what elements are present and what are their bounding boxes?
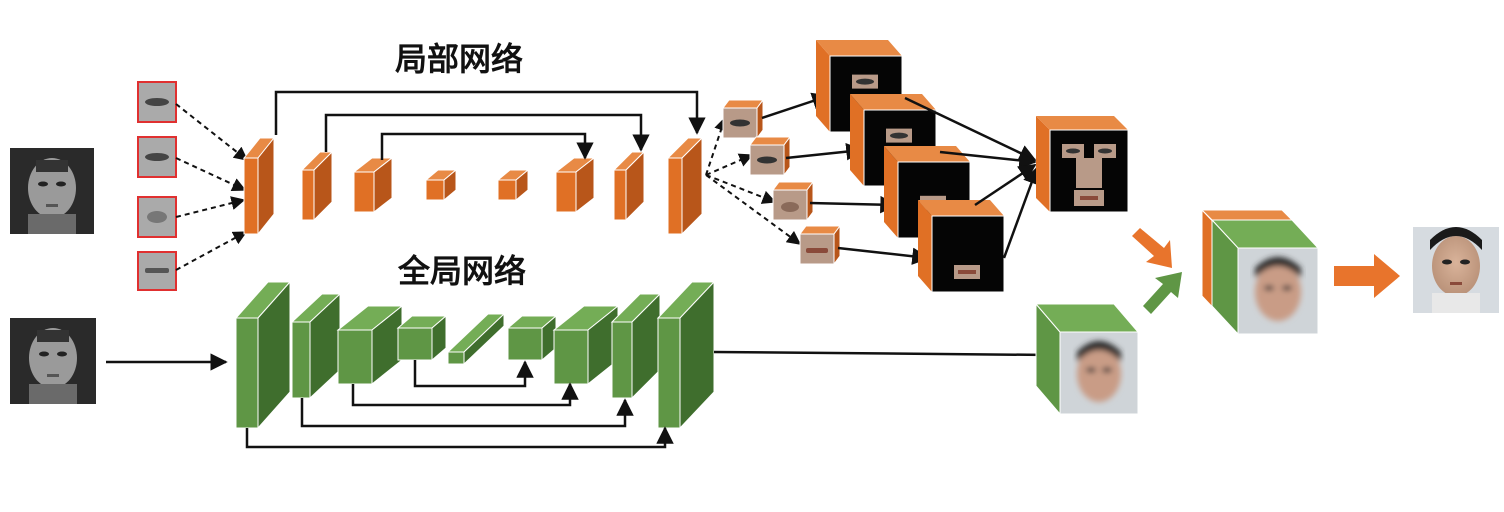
feature-map-4	[918, 200, 1005, 293]
global-block-8	[610, 292, 662, 400]
global-block-1	[234, 280, 292, 430]
final-arrow	[1334, 254, 1400, 298]
patch-nose	[137, 196, 177, 238]
global-block-2	[290, 292, 342, 400]
local-feature-patches	[722, 98, 841, 266]
local-skip-connections	[274, 90, 706, 160]
feature-patch-3	[772, 180, 814, 222]
global-block-3	[336, 304, 404, 386]
global-block-9	[656, 280, 716, 430]
local-block-8	[666, 136, 704, 236]
patch-to-encoder-arrows	[175, 103, 249, 271]
local-block-1	[242, 136, 276, 236]
patch-right-eye	[137, 136, 177, 178]
output-face	[1413, 227, 1499, 313]
local-block-4	[424, 168, 458, 202]
feature-patch-4	[799, 224, 841, 266]
patch-left-eye	[137, 81, 177, 123]
global-block-4	[396, 314, 448, 362]
patch-mouth	[137, 251, 177, 291]
local-network-blocks	[242, 136, 704, 236]
local-block-3	[352, 156, 394, 214]
local-output-arrows	[705, 116, 802, 245]
global-block-7	[552, 304, 620, 386]
local-block-7	[612, 150, 646, 222]
global-skip-connections	[245, 360, 674, 449]
global-output-arrow	[713, 346, 1054, 364]
input-patches	[137, 81, 177, 291]
global-block-6	[506, 314, 558, 362]
fusion-output	[1200, 208, 1320, 336]
local-block-5	[496, 168, 530, 202]
feature-patch-2	[749, 135, 791, 177]
combined-local-map	[1036, 116, 1129, 213]
global-network-title: 全局网络	[397, 252, 526, 290]
global-output-map	[1034, 302, 1140, 416]
local-network-title: 局部网络	[395, 40, 523, 78]
global-block-5	[446, 312, 506, 366]
maps-to-combined-arrows	[904, 96, 1040, 259]
feature-patch-1	[722, 98, 764, 140]
input-face-global	[10, 318, 96, 404]
local-block-6	[554, 156, 596, 214]
global-network-blocks	[234, 280, 716, 430]
local-feature-maps	[816, 40, 1005, 293]
local-block-2	[300, 150, 334, 222]
input-face-local	[10, 148, 94, 234]
fusion-arrows	[1132, 228, 1182, 314]
